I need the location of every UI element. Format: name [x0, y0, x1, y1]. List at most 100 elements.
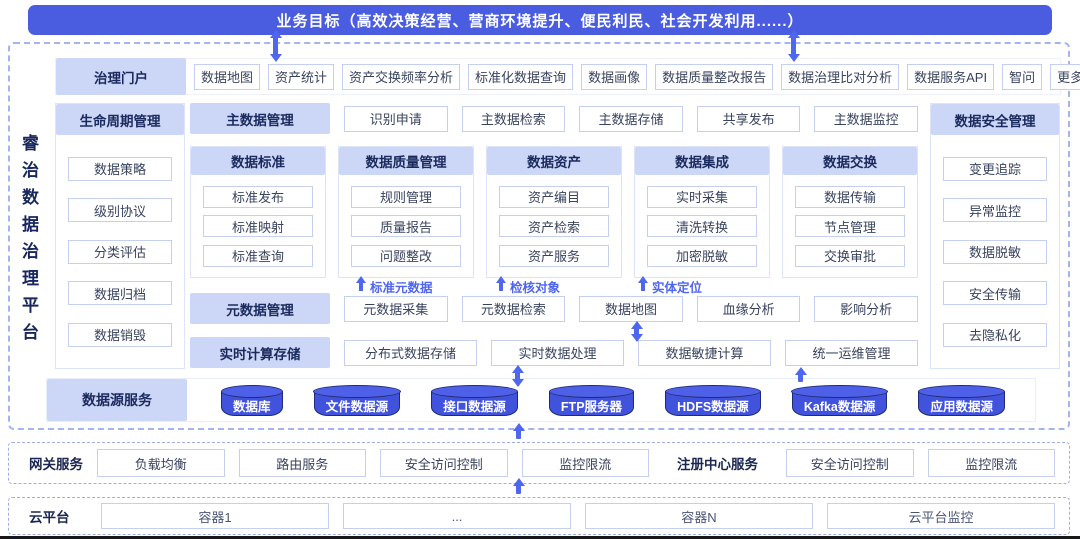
lifecycle-item: 数据归档 — [68, 281, 172, 305]
realtime-row: 实时计算存储 分布式数据存储 实时数据处理 数据敏捷计算 统一运维管理 — [190, 337, 918, 368]
capability-columns: 数据标准 标准发布 标准映射 标准查询 数据质量管理 规则管理 质量报告 问题整… — [190, 146, 918, 278]
portal-item: 标准化数据查询 — [468, 63, 574, 90]
security-items: 变更追踪 异常监控 数据脱敏 安全传输 去隐私化 — [931, 135, 1059, 368]
flow-arrow-double-icon — [630, 321, 643, 342]
column-header: 数据标准 — [191, 147, 325, 175]
up-arrow-icon — [495, 275, 506, 291]
realtime-header: 实时计算存储 — [190, 337, 330, 368]
column-header: 数据资产 — [487, 147, 621, 175]
bottom-border-line — [0, 536, 1080, 539]
cylinder-top — [918, 385, 1006, 398]
master-data-row: 主数据管理 识别申请 主数据检索 主数据存储 共享发布 主数据监控 — [190, 103, 918, 134]
metadata-row: 元数据管理 元数据采集 元数据检索 数据地图 血缘分析 影响分析 — [190, 293, 918, 324]
column-item: 实时采集 — [647, 185, 757, 208]
lifecycle-panel: 生命周期管理 数据策略 级别协议 分类评估 数据归档 数据销毁 — [55, 103, 185, 369]
lifecycle-item: 分类评估 — [68, 239, 172, 264]
metadata-item: 数据地图 — [579, 295, 683, 322]
flow-label-text: 标准元数据 — [370, 280, 433, 295]
column-item: 标准映射 — [203, 215, 313, 237]
cylinder-top — [430, 385, 519, 398]
portal-item: 数据治理比对分析 — [781, 63, 900, 90]
business-goal-banner: 业务目标（高效决策经营、营商环境提升、便民利民、社会开发利用......） — [28, 5, 1052, 35]
cylinder-label: FTP服务器 — [560, 399, 623, 414]
column-item: 标准查询 — [203, 244, 313, 267]
metadata-item: 元数据检索 — [461, 295, 566, 322]
column-item: 数据传输 — [795, 185, 905, 208]
flow-arrow-up-icon — [512, 423, 525, 439]
master-data-item: 主数据检索 — [461, 105, 566, 132]
portal-row: 治理门户 数据地图 资产统计 资产交换频率分析 标准化数据查询 数据画像 数据质… — [55, 58, 1080, 95]
portal-item: 智问 — [1002, 63, 1043, 90]
flow-label-entity-location: 实体定位 — [637, 275, 703, 295]
realtime-item: 统一运维管理 — [785, 339, 918, 366]
cloud-item-ellipsis: ... — [343, 503, 571, 529]
master-data-item: 识别申请 — [344, 105, 448, 132]
security-item: 异常监控 — [943, 198, 1047, 222]
cloud-item-monitor: 云平台监控 — [827, 503, 1055, 529]
cylinder-label: Kafka数据源 — [803, 399, 876, 414]
registry-center-label: 注册中心服务 — [677, 457, 758, 472]
metadata-item: 元数据采集 — [344, 295, 448, 322]
column-data-asset: 数据资产 资产编目 资产检索 资产服务 — [486, 146, 622, 278]
security-panel: 数据安全管理 变更追踪 异常监控 数据脱敏 安全传输 去隐私化 — [930, 103, 1060, 369]
portal-item: 数据质量整改报告 — [655, 63, 774, 90]
cylinder-label: 应用数据源 — [930, 399, 993, 414]
portal-header: 治理门户 — [56, 58, 186, 95]
lifecycle-item: 数据策略 — [68, 156, 172, 181]
metadata-item: 影响分析 — [814, 295, 918, 322]
hdfs-datasource-cylinder-icon: HDFS数据源 — [664, 385, 762, 416]
column-data-integration: 数据集成 实时采集 清洗转换 加密脱敏 — [634, 146, 770, 278]
datasource-header: 数据源服务 — [47, 379, 187, 421]
cylinder-top — [220, 385, 283, 398]
business-goal-title: 业务目标（高效决策经营、营商环境提升、便民利民、社会开发利用......） — [276, 12, 804, 30]
ftp-server-cylinder-icon: FTP服务器 — [548, 385, 635, 416]
cylinder-top — [664, 385, 762, 398]
cylinder-top — [548, 385, 635, 398]
platform-vertical-title: 睿治数据治理平台 — [22, 134, 39, 342]
security-item: 安全传输 — [943, 281, 1047, 305]
security-item: 数据脱敏 — [943, 239, 1047, 264]
api-datasource-cylinder-icon: 接口数据源 — [430, 385, 519, 416]
lifecycle-item: 级别协议 — [68, 198, 172, 222]
flow-label-text: 实体定位 — [652, 280, 703, 295]
gateway-panel: 网关服务 负载均衡 路由服务 安全访问控制 监控限流 注册中心服务 安全访问控制… — [8, 442, 1070, 484]
portal-item: 资产交换频率分析 — [342, 63, 461, 90]
security-item: 变更追踪 — [943, 156, 1047, 181]
realtime-item: 分布式数据存储 — [344, 339, 477, 366]
metadata-header: 元数据管理 — [190, 293, 330, 324]
cylinder-top — [313, 385, 401, 398]
column-item: 质量报告 — [351, 215, 461, 237]
gateway-item: 安全访问控制 — [380, 449, 508, 477]
security-item: 去隐私化 — [943, 322, 1047, 347]
cylinder-label: 数据库 — [233, 399, 271, 414]
up-arrow-icon — [355, 275, 366, 291]
column-data-exchange: 数据交换 数据传输 节点管理 交换审批 — [782, 146, 918, 278]
gateway-item: 负载均衡 — [97, 449, 225, 477]
security-header: 数据安全管理 — [931, 104, 1059, 135]
realtime-item: 实时数据处理 — [491, 339, 624, 366]
gateway-item: 路由服务 — [238, 449, 366, 477]
kafka-datasource-cylinder-icon: Kafka数据源 — [791, 385, 888, 416]
up-arrow-icon — [637, 275, 648, 291]
app-datasource-cylinder-icon: 应用数据源 — [918, 385, 1006, 416]
registry-item: 安全访问控制 — [786, 449, 914, 477]
master-data-header: 主数据管理 — [190, 103, 330, 134]
flow-label-standard-metadata: 标准元数据 — [355, 275, 433, 295]
cylinder-top — [791, 385, 888, 398]
column-item: 规则管理 — [351, 185, 461, 208]
flow-arrow-up-icon — [512, 478, 525, 494]
flow-arrow-double-icon — [269, 30, 282, 62]
column-item: 资产检索 — [499, 215, 609, 237]
portal-item: 数据地图 — [194, 63, 261, 90]
lifecycle-header: 生命周期管理 — [56, 104, 184, 135]
file-datasource-cylinder-icon: 文件数据源 — [313, 385, 401, 416]
column-data-standard: 数据标准 标准发布 标准映射 标准查询 — [190, 146, 326, 278]
cloud-item-containerN: 容器N — [585, 503, 813, 529]
column-item: 问题整改 — [351, 244, 461, 267]
cylinder-label: HDFS数据源 — [677, 399, 749, 414]
lifecycle-items: 数据策略 级别协议 分类评估 数据归档 数据销毁 — [56, 135, 184, 368]
column-header: 数据集成 — [635, 147, 769, 175]
master-data-item: 共享发布 — [696, 105, 801, 132]
master-data-item: 主数据存储 — [579, 105, 683, 132]
datasource-row: 数据源服务 数据库 文件数据源 接口数据源 FTP服务器 HDFS数据源 Kaf… — [46, 378, 1036, 422]
